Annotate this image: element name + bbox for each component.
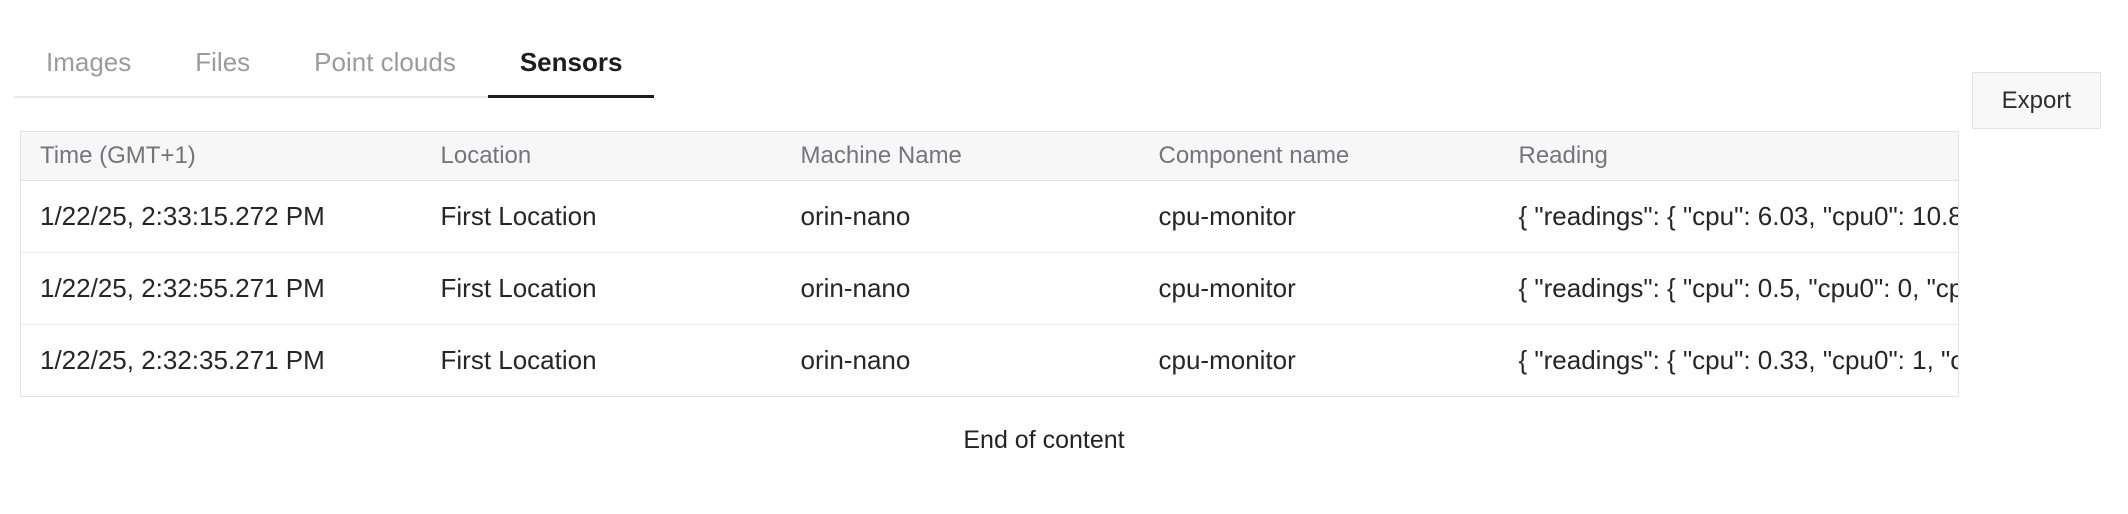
column-header-component-name: Component name xyxy=(1139,131,1500,181)
cell-component-name: cpu-monitor xyxy=(1139,251,1500,324)
tab-sensors[interactable]: Sensors xyxy=(487,30,655,98)
tab-bar: Images Files Point clouds Sensors xyxy=(14,30,655,98)
tab-files[interactable]: Files xyxy=(195,47,251,77)
column-header-reading: Reading xyxy=(1499,131,1959,181)
tab-point-clouds[interactable]: Point clouds xyxy=(314,47,456,77)
cell-location: First Location xyxy=(421,323,782,396)
cell-time: 1/22/25, 2:32:55.271 PM xyxy=(20,251,422,324)
table-row: 1/22/25, 2:32:35.271 PM First Location o… xyxy=(20,323,1959,396)
cell-component-name: cpu-monitor xyxy=(1139,323,1500,396)
cell-component-name: cpu-monitor xyxy=(1139,180,1500,252)
cell-location: First Location xyxy=(421,251,782,324)
cell-reading: { "readings": { "cpu": 6.03, "cpu0": 10.… xyxy=(1499,180,1959,252)
cell-machine-name: orin-nano xyxy=(781,180,1140,252)
top-bar: Images Files Point clouds Sensors Export xyxy=(0,30,2128,129)
cell-machine-name: orin-nano xyxy=(781,323,1140,396)
cell-time: 1/22/25, 2:33:15.272 PM xyxy=(20,180,422,252)
table-row: 1/22/25, 2:33:15.272 PM First Location o… xyxy=(20,180,1959,252)
export-button[interactable]: Export xyxy=(1971,72,2101,129)
end-of-content-text: End of content xyxy=(963,425,1125,454)
cell-reading: { "readings": { "cpu": 0.33, "cpu0": 1, … xyxy=(1499,323,1959,396)
column-header-time: Time (GMT+1) xyxy=(20,131,422,181)
cell-location: First Location xyxy=(421,180,782,252)
cell-machine-name: orin-nano xyxy=(781,251,1140,324)
column-header-location: Location xyxy=(421,131,782,181)
table-header: Time (GMT+1) Location Machine Name Compo… xyxy=(20,131,1959,181)
tab-images[interactable]: Images xyxy=(46,47,132,77)
column-header-machine-name: Machine Name xyxy=(781,131,1140,181)
cell-time: 1/22/25, 2:32:35.271 PM xyxy=(20,323,422,396)
table-row: 1/22/25, 2:32:55.271 PM First Location o… xyxy=(20,251,1959,324)
cell-reading: { "readings": { "cpu": 0.5, "cpu0": 0, "… xyxy=(1499,251,1959,324)
sensor-readings-table: Time (GMT+1) Location Machine Name Compo… xyxy=(20,130,1959,397)
